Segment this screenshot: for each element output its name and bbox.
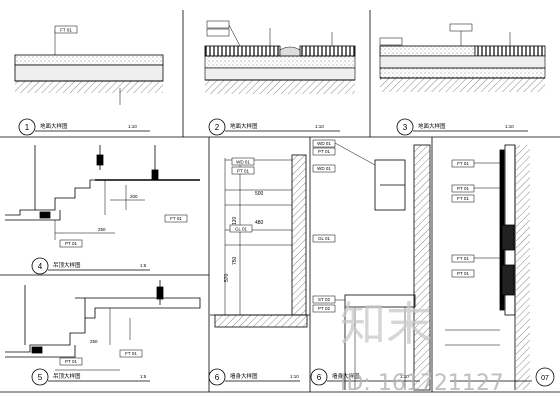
panel-number: 3 [403,123,408,132]
panel-title: 吊顶大样图 [53,372,81,380]
floor-detail-2 [204,20,356,94]
panel-scale: 1:10 [400,374,409,379]
tag-ft01: FT 01 [457,196,469,201]
panel-number: 4 [38,262,43,271]
panel-number: 07 [541,375,549,382]
tag-pt02: PT 02 [318,306,330,311]
panel-scale: 1:5 [140,263,147,268]
panel-title-3: 3 地面大样图 1:10 [396,118,528,136]
watermark: 知末 ID: 161721127 [340,297,504,396]
panel-number: 5 [38,373,43,382]
tag-wd01: WD 01 [317,141,331,146]
tag-pt01: PT 01 [457,186,469,191]
wall-section-6a [210,154,310,328]
watermark-logo: 知末 [340,297,432,351]
dimension: 250 [98,227,106,232]
panel-number: 2 [215,123,220,132]
tag-pt01: PT 01 [65,359,77,364]
panel-title: 地面大样图 [418,122,446,130]
panel-number: 6 [215,373,220,382]
watermark-id: ID: 161721127 [340,371,504,396]
tag-ft01: FT 01 [457,256,469,261]
tag-gl01: GL 01 [318,236,331,241]
panel-title-2: 2 地面大样图 1:10 [208,118,340,136]
tag-pt01: PT 01 [65,241,77,246]
panel-number: 1 [25,123,30,132]
tag-ft01: FT 01 [60,28,72,33]
panel-scale: 1:10 [505,124,514,129]
panel-scale: 1:10 [315,124,324,129]
panel-scale: 1:5 [140,374,147,379]
dimension: 480 [255,220,264,226]
dimension: 120 [232,216,238,225]
tag-gl01: GL 01 [235,227,248,232]
panel-scale: 1:10 [290,374,299,379]
floor-detail-3 [379,23,546,92]
tag-pt01: PT 01 [237,169,249,174]
tag-ft01: FT 01 [170,216,182,221]
ceiling-detail-5 [5,280,201,371]
ceiling-detail-4 [5,145,200,248]
panel-title: 吊顶大样图 [53,261,81,269]
floor-detail-1: FT 01 [14,25,164,105]
dimension: 250 [90,339,98,344]
tag-st02: ST 02 [318,297,330,302]
dimension: 500 [255,191,264,197]
panel-number: 6 [317,373,322,382]
panel-title: 墙身大样图 [230,372,258,380]
panel-title-6a: 6 墙身大样图 1:10 [208,368,300,386]
panel-title: 墙身大样图 [332,372,360,380]
dimension: 570 [224,273,230,282]
panel-frames [0,10,560,393]
panel-scale: 1:10 [128,124,137,129]
dimension: 750 [232,256,238,265]
tag-pt01: PT 01 [318,149,330,154]
panel-title-6b: 6 墙身大样图 1:10 [310,368,420,386]
panel-title-1: 1 地面大样图 1:10 [18,118,150,136]
panel-title: 地面大样图 [40,122,68,130]
tag-ft01: FT 01 [457,161,469,166]
dimension: 200 [130,194,138,199]
tag-wd01: WD 01 [236,160,250,165]
panel-title: 地面大样图 [230,122,258,130]
wall-section-6b [312,139,431,391]
tag-wd01: WD 01 [317,166,331,171]
wall-section-07 [445,144,530,390]
tag-pt01: PT 01 [457,271,469,276]
panel-title-4: 4 吊顶大样图 1:5 [31,257,150,275]
panel-title-07: 07 [450,367,555,387]
tag-ft01: FT 01 [125,351,137,356]
panel-title-5: 5 吊顶大样图 1:5 [31,368,150,386]
